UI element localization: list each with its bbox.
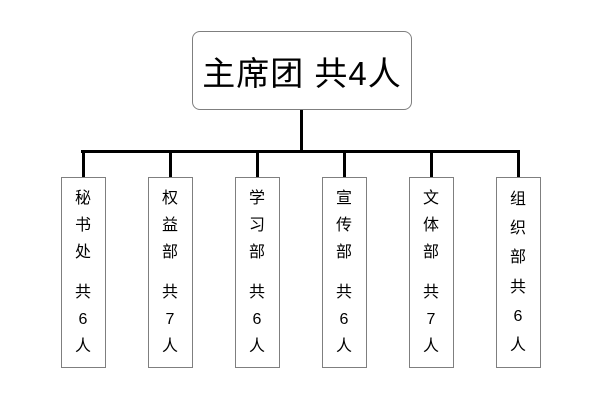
- dept-name-char: 部: [509, 249, 526, 266]
- dept-name-char: 部: [248, 244, 265, 261]
- dept-count-char: 共: [248, 284, 265, 301]
- connector-branch: [342, 150, 346, 178]
- dept-name: 宣传部: [336, 185, 352, 266]
- dept-name-char: 习: [248, 217, 265, 234]
- dept-name-char: 学: [248, 190, 265, 207]
- dept-count: 共 6 人: [510, 273, 526, 360]
- dept-name: 权益部: [162, 185, 178, 266]
- dept-name: 学习部: [249, 185, 265, 266]
- dept-count-char: 人: [335, 338, 352, 355]
- dept-count-char: 共: [335, 284, 352, 301]
- root-node: 主席团 共4人: [192, 31, 412, 110]
- dept-count-char: 人: [161, 338, 178, 355]
- dept-name-char: 部: [161, 244, 178, 261]
- dept-count: 共 7 人: [423, 279, 439, 360]
- dept-box-1: 秘书处共 6 人: [60, 177, 106, 368]
- dept-name-char: 织: [509, 220, 526, 237]
- dept-name-char: 秘: [74, 190, 91, 207]
- dept-count-char: 6: [78, 311, 88, 328]
- dept-name-char: 书: [74, 217, 91, 234]
- dept-name-char: 文: [422, 190, 439, 207]
- dept-count-char: 7: [426, 311, 436, 328]
- dept-box-5: 文体部共 7 人: [408, 177, 454, 368]
- dept-name: 文体部: [423, 185, 439, 266]
- connector-branch: [429, 150, 433, 178]
- dept-count: 共 6 人: [249, 279, 265, 360]
- dept-count: 共 7 人: [162, 279, 178, 360]
- dept-count-char: 7: [165, 311, 175, 328]
- dept-count-char: 6: [513, 308, 523, 325]
- dept-count-char: 人: [248, 338, 265, 355]
- connector-branch: [255, 150, 259, 178]
- dept-count-char: 人: [74, 338, 91, 355]
- dept-box-3: 学习部共 6 人: [234, 177, 280, 368]
- dept-name-char: 部: [422, 244, 439, 261]
- dept-count-char: 共: [422, 284, 439, 301]
- dept-count-char: 共: [509, 279, 526, 296]
- dept-count: 共 6 人: [75, 279, 91, 360]
- dept-count-char: 6: [339, 311, 349, 328]
- dept-count-char: 共: [74, 284, 91, 301]
- dept-name-char: 权: [161, 190, 178, 207]
- dept-count-char: 共: [161, 284, 178, 301]
- dept-box-4: 宣传部共 6 人: [321, 177, 367, 368]
- dept-count: 共 6 人: [336, 279, 352, 360]
- dept-name-char: 传: [335, 217, 352, 234]
- dept-name-char: 体: [422, 217, 439, 234]
- dept-name-char: 宣: [335, 190, 352, 207]
- connector-branch: [516, 150, 520, 178]
- dept-name: 秘书处: [75, 185, 91, 266]
- dept-count-char: 人: [422, 338, 439, 355]
- dept-name-char: 处: [74, 244, 91, 261]
- dept-name: 组织部: [510, 185, 526, 272]
- dept-name-char: 部: [335, 244, 352, 261]
- connector-branch: [168, 150, 172, 178]
- dept-name-char: 组: [509, 191, 526, 208]
- connector-branch: [81, 150, 85, 178]
- dept-count-char: 6: [252, 311, 262, 328]
- connector-stem: [300, 110, 303, 153]
- connector-horizontal-line: [81, 150, 519, 153]
- dept-name-char: 益: [161, 217, 178, 234]
- dept-count-char: 人: [509, 337, 526, 354]
- dept-box-2: 权益部共 7 人: [147, 177, 193, 368]
- root-node-label: 主席团 共4人: [202, 54, 402, 92]
